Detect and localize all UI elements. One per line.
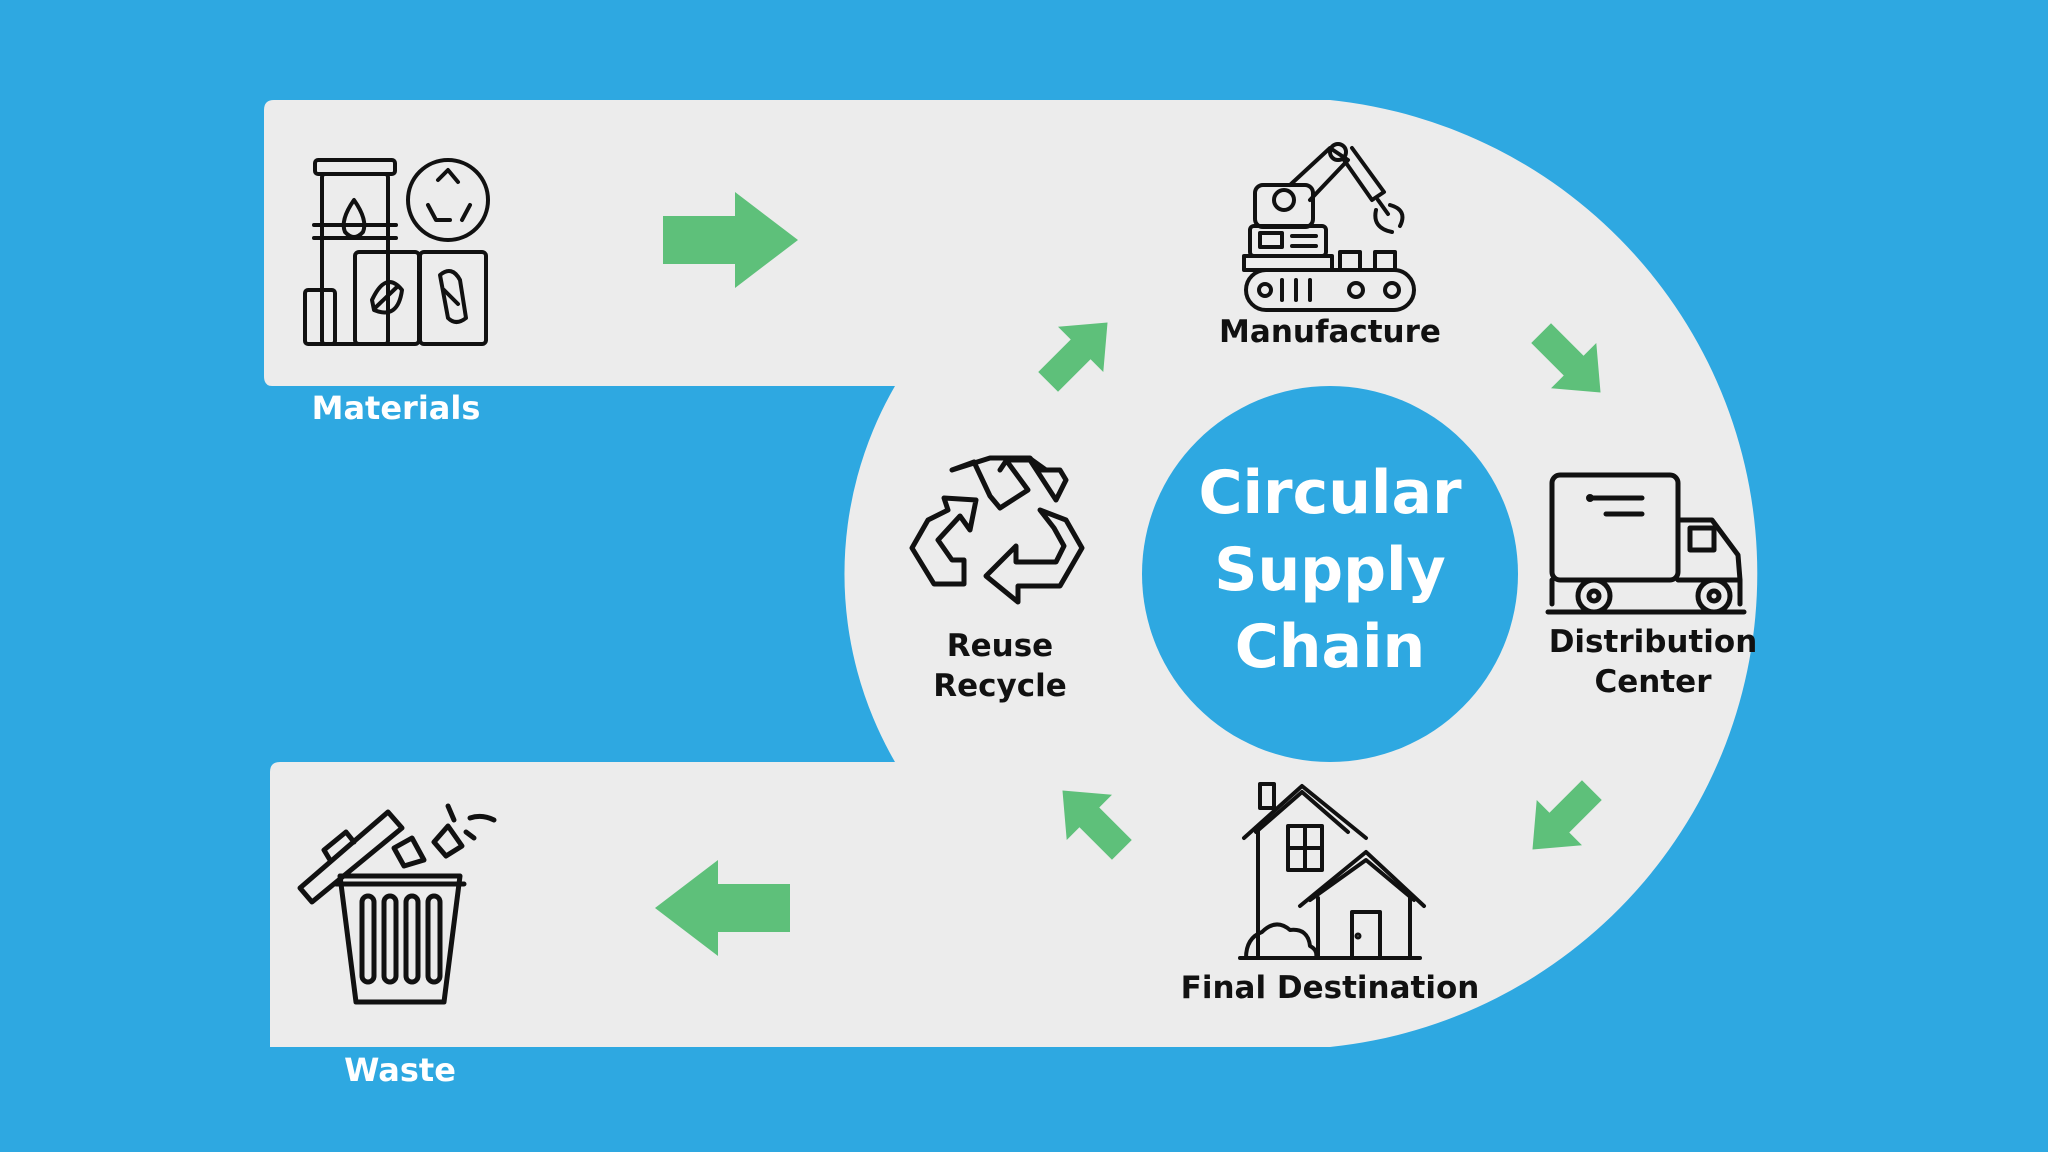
final-destination-label: Final Destination [1160,968,1500,1008]
arrow-distribution-to-destination [1532,780,1602,850]
arrow-manufacture-to-distribution [1531,323,1601,393]
recycle-icon [909,455,1085,605]
house-icon [1238,782,1426,960]
reuse-recycle-label-line2: Recycle [933,668,1067,705]
flow-band [264,100,1758,1047]
materials-label-text: Materials [311,389,481,427]
arrow-recycle-to-manufacture [1038,322,1108,392]
waste-label: Waste [300,1050,500,1092]
center-circle [1142,386,1518,762]
arrow-cycle-to-waste [655,860,790,956]
waste-label-text: Waste [344,1051,456,1089]
manufacture-label-text: Manufacture [1219,314,1441,350]
manufacture-label: Manufacture [1180,312,1480,352]
arrow-destination-to-recycle [1062,790,1132,860]
reuse-recycle-label: Reuse Recycle [880,626,1120,707]
center-title: Circular Supply Chain [1140,455,1520,685]
distribution-label-line2: Center [1594,664,1712,701]
distribution-label-line1: Distribution [1548,624,1758,660]
manufacture-icon [1242,142,1416,312]
trash-bin-icon [297,803,497,1005]
truck-icon [1545,472,1747,615]
center-title-line2: Supply [1214,534,1446,605]
reuse-recycle-label-line1: Reuse [946,628,1054,664]
materials-icon [303,158,490,346]
center-title-line1: Circular [1198,458,1462,528]
center-title-line3: Chain [1234,611,1426,682]
distribution-label: Distribution Center [1530,622,1776,703]
final-destination-label-text: Final Destination [1180,970,1480,1006]
arrow-materials-to-cycle [663,192,798,288]
materials-label: Materials [270,388,522,430]
